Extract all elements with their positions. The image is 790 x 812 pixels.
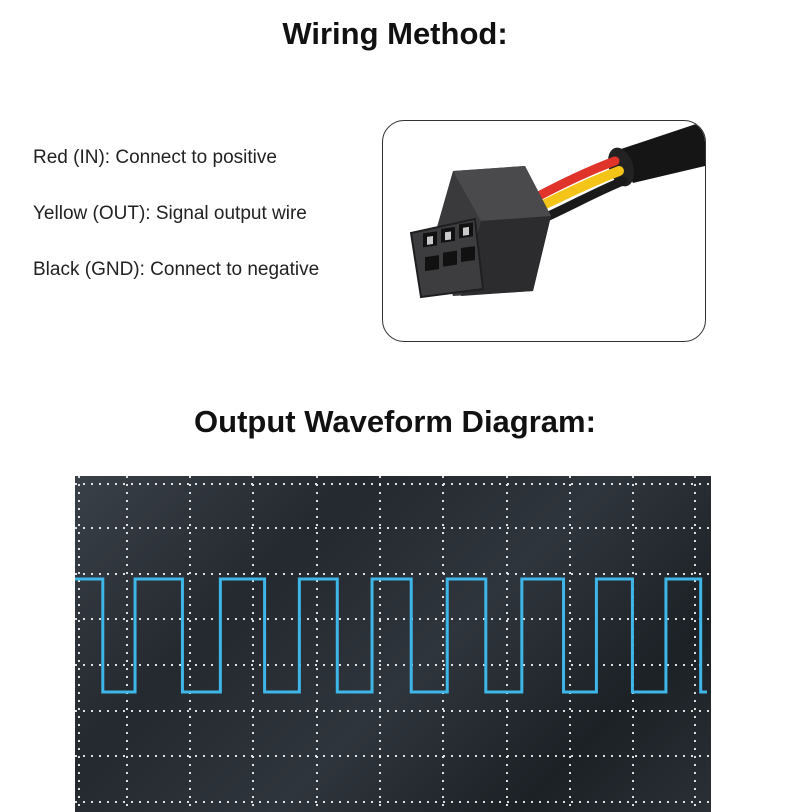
wiring-black-description: Black (GND): Connect to negative [33, 259, 320, 280]
connector-illustration [409, 121, 705, 299]
oscilloscope-plot [75, 476, 711, 812]
metal-pin [445, 231, 451, 241]
connector-photo [382, 120, 706, 342]
pin-slot [443, 250, 457, 267]
red-wire [528, 156, 620, 204]
square-wave-trace [75, 577, 707, 694]
wiring-yellow-description: Yellow (OUT): Signal output wire [33, 203, 307, 224]
pin-slot [425, 255, 439, 272]
oscilloscope-screen [75, 476, 711, 812]
output-waveform-title: Output Waveform Diagram: [194, 404, 596, 439]
wiring-red-description: Red (IN): Connect to positive [33, 147, 277, 168]
cable-jacket [615, 121, 705, 183]
metal-pin [427, 235, 433, 245]
metal-pin [463, 226, 469, 236]
connector-housing [409, 166, 551, 299]
pin-slot [461, 246, 475, 263]
scope-grid [75, 476, 711, 812]
wiring-method-title: Wiring Method: [282, 16, 508, 51]
